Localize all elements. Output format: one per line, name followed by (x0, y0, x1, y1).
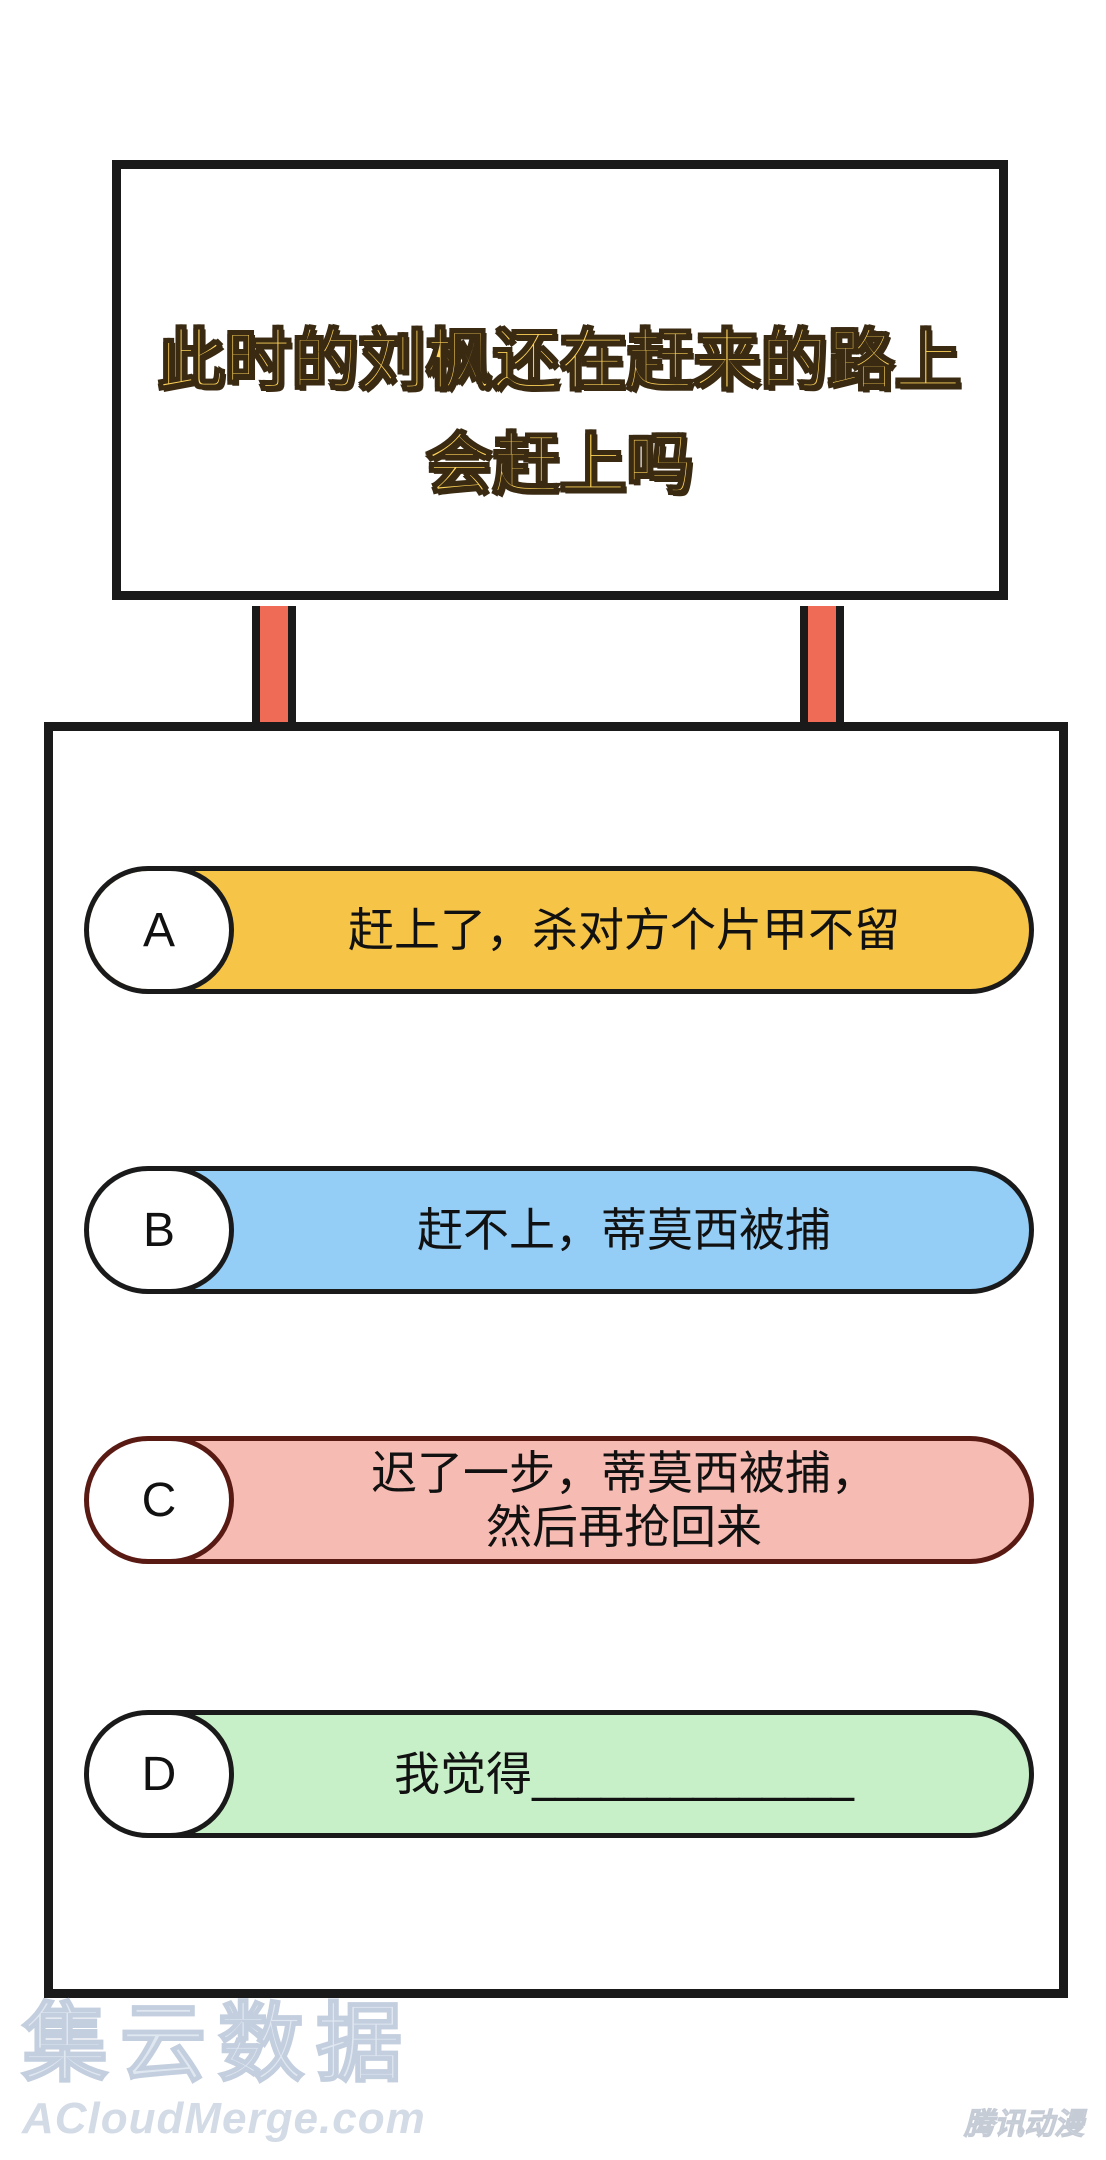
option-c-letter: C (89, 1441, 234, 1559)
option-a-line-1: 赶上了，杀对方个片甲不留 (348, 903, 900, 957)
sign-pole-right (800, 606, 844, 724)
watermark-en: ACloudMerge.com (22, 2094, 426, 2143)
watermark-cn: 集云数据 (21, 1994, 414, 2094)
question-title: 此时的刘枫还在赶来的路上 会赶上吗 (121, 309, 999, 517)
option-a-letter: A (89, 871, 234, 989)
option-a[interactable]: A 赶上了，杀对方个片甲不留 (84, 866, 1034, 994)
option-d-text: 我觉得______________ (239, 1715, 1009, 1833)
option-c[interactable]: C 迟了一步，蒂莫西被捕， 然后再抢回来 (84, 1436, 1034, 1564)
option-b[interactable]: B 赶不上，蒂莫西被捕 (84, 1166, 1034, 1294)
option-c-line-1: 迟了一步，蒂莫西被捕， (371, 1446, 877, 1500)
option-b-text: 赶不上，蒂莫西被捕 (239, 1171, 1009, 1289)
option-b-line-1: 赶不上，蒂莫西被捕 (417, 1203, 831, 1257)
option-a-text: 赶上了，杀对方个片甲不留 (239, 871, 1009, 989)
question-title-line-1: 此时的刘枫还在赶来的路上 (157, 321, 962, 400)
option-c-line-2: 然后再抢回来 (486, 1500, 762, 1554)
option-c-text: 迟了一步，蒂莫西被捕， 然后再抢回来 (239, 1441, 1009, 1559)
question-title-line-2: 会赶上吗 (425, 425, 694, 504)
sign-pole-left (252, 606, 296, 724)
option-d[interactable]: D 我觉得______________ (84, 1710, 1034, 1838)
watermark-logo: 腾讯动漫 (964, 2107, 1085, 2143)
option-d-letter: D (89, 1715, 234, 1833)
option-b-letter: B (89, 1171, 234, 1289)
option-d-line-1: 我觉得______________ (394, 1747, 854, 1801)
question-sign: 此时的刘枫还在赶来的路上 会赶上吗 (112, 160, 1008, 600)
